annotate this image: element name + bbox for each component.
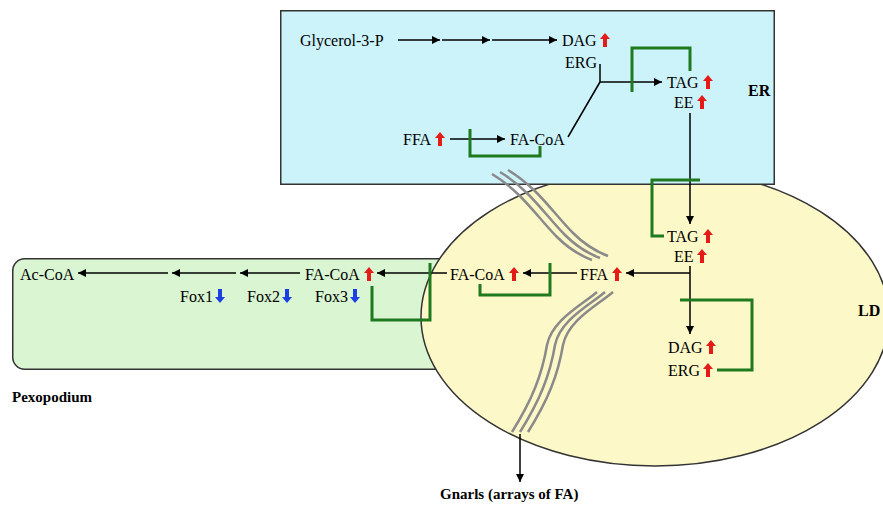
metabolite-label: Ac-CoA [20,267,74,283]
metabolite-label-holder: Ac-CoA [20,266,74,284]
compartment-name: Pexopodium [12,390,92,405]
compartment-name-holder: Pexopodium [12,388,92,406]
inhibition-brackets [372,48,752,370]
metabolite-label-holder: FFA [403,131,431,149]
compartment-outline [420,167,883,467]
metabolite-label: FFA [580,267,608,283]
output-label: Gnarls (arrays of FA) [440,487,578,502]
metabolite-label-holder: ERG [668,362,700,380]
metabolite-label: TAG [667,75,699,91]
metabolite-label-holder: DAG [562,32,597,50]
compartment-name: LD [858,303,880,319]
output-label-holder: Gnarls (arrays of FA) [440,485,578,503]
metabolite-label: Glycerol-3-P [300,33,384,49]
metabolite-label-holder: Glycerol-3-P [300,32,384,50]
metabolite-label: Fox3 [315,289,348,305]
metabolite-label-holder: FA-CoA [450,266,505,284]
metabolite-label: Fox1 [180,289,213,305]
compartment-outline [12,258,460,370]
metabolite-label: DAG [562,33,597,49]
compartment-name-holder: ER [748,82,770,100]
metabolite-label: FFA [403,132,431,148]
metabolite-label: DAG [668,340,703,356]
reaction-arrows [78,40,690,482]
compartment-name-holder: LD [858,302,880,320]
metabolite-label: ERG [565,55,597,71]
metabolite-label: Fox2 [247,289,280,305]
metabolite-label: EE [674,95,694,111]
metabolite-label-holder: Fox2 [247,288,280,306]
metabolite-label-holder: Fox1 [180,288,213,306]
metabolite-label-holder: EE [674,248,694,266]
metabolite-label: FA-CoA [305,267,360,283]
metabolite-label: FA-CoA [510,132,565,148]
metabolite-label: FA-CoA [450,267,505,283]
metabolite-label-holder: DAG [668,339,703,357]
gnarl-strands [492,170,613,432]
metabolite-label-holder: ERG [565,54,597,72]
metabolite-label-holder: FFA [580,266,608,284]
compartment-name: ER [748,83,770,99]
metabolite-label-holder: FA-CoA [510,131,565,149]
increase-arrows [364,33,716,377]
metabolite-label: ERG [668,363,700,379]
metabolite-label-holder: TAG [667,228,699,246]
metabolite-label-holder: TAG [667,74,699,92]
metabolite-label: TAG [667,229,699,245]
metabolite-label-holder: EE [674,94,694,112]
metabolite-label-holder: FA-CoA [305,266,360,284]
metabolite-label-holder: Fox3 [315,288,348,306]
compartment-box: Pexopodium [12,258,460,370]
organelle-ellipse: LD [420,167,883,467]
metabolite-label: EE [674,249,694,265]
